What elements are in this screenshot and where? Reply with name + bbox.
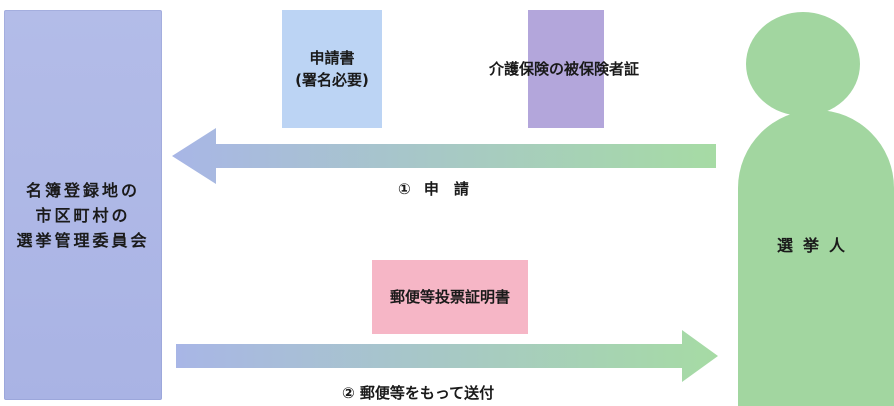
- insurance-card-document: [528, 10, 604, 128]
- application-document: 申請書 (署名必要): [282, 10, 382, 128]
- voter-body: [738, 110, 894, 406]
- certificate-label: 郵便等投票証明書: [389, 288, 510, 306]
- committee-line-2: 市区町村の: [35, 206, 131, 225]
- election-committee-box: 名簿登録地の 市区町村の 選挙管理委員会: [4, 10, 162, 400]
- voter-label: 選挙人: [776, 236, 855, 255]
- step2-label: ② 郵便等をもって送付: [342, 384, 495, 402]
- application-arrow: [172, 128, 716, 184]
- application-note: (署名必要): [295, 71, 369, 89]
- step1-label: ① 申 請: [398, 180, 469, 198]
- committee-line-3: 選挙管理委員会: [16, 231, 150, 250]
- voter-head: [746, 12, 860, 116]
- certificate-document: 郵便等投票証明書: [372, 260, 528, 334]
- insurance-card-label: 介護保険の被保険者証: [488, 60, 639, 78]
- committee-line-1: 名簿登録地の: [25, 181, 140, 200]
- application-title: 申請書: [309, 49, 355, 67]
- delivery-arrow: [176, 330, 718, 382]
- election-committee-label: 名簿登録地の 市区町村の 選挙管理委員会: [4, 178, 162, 253]
